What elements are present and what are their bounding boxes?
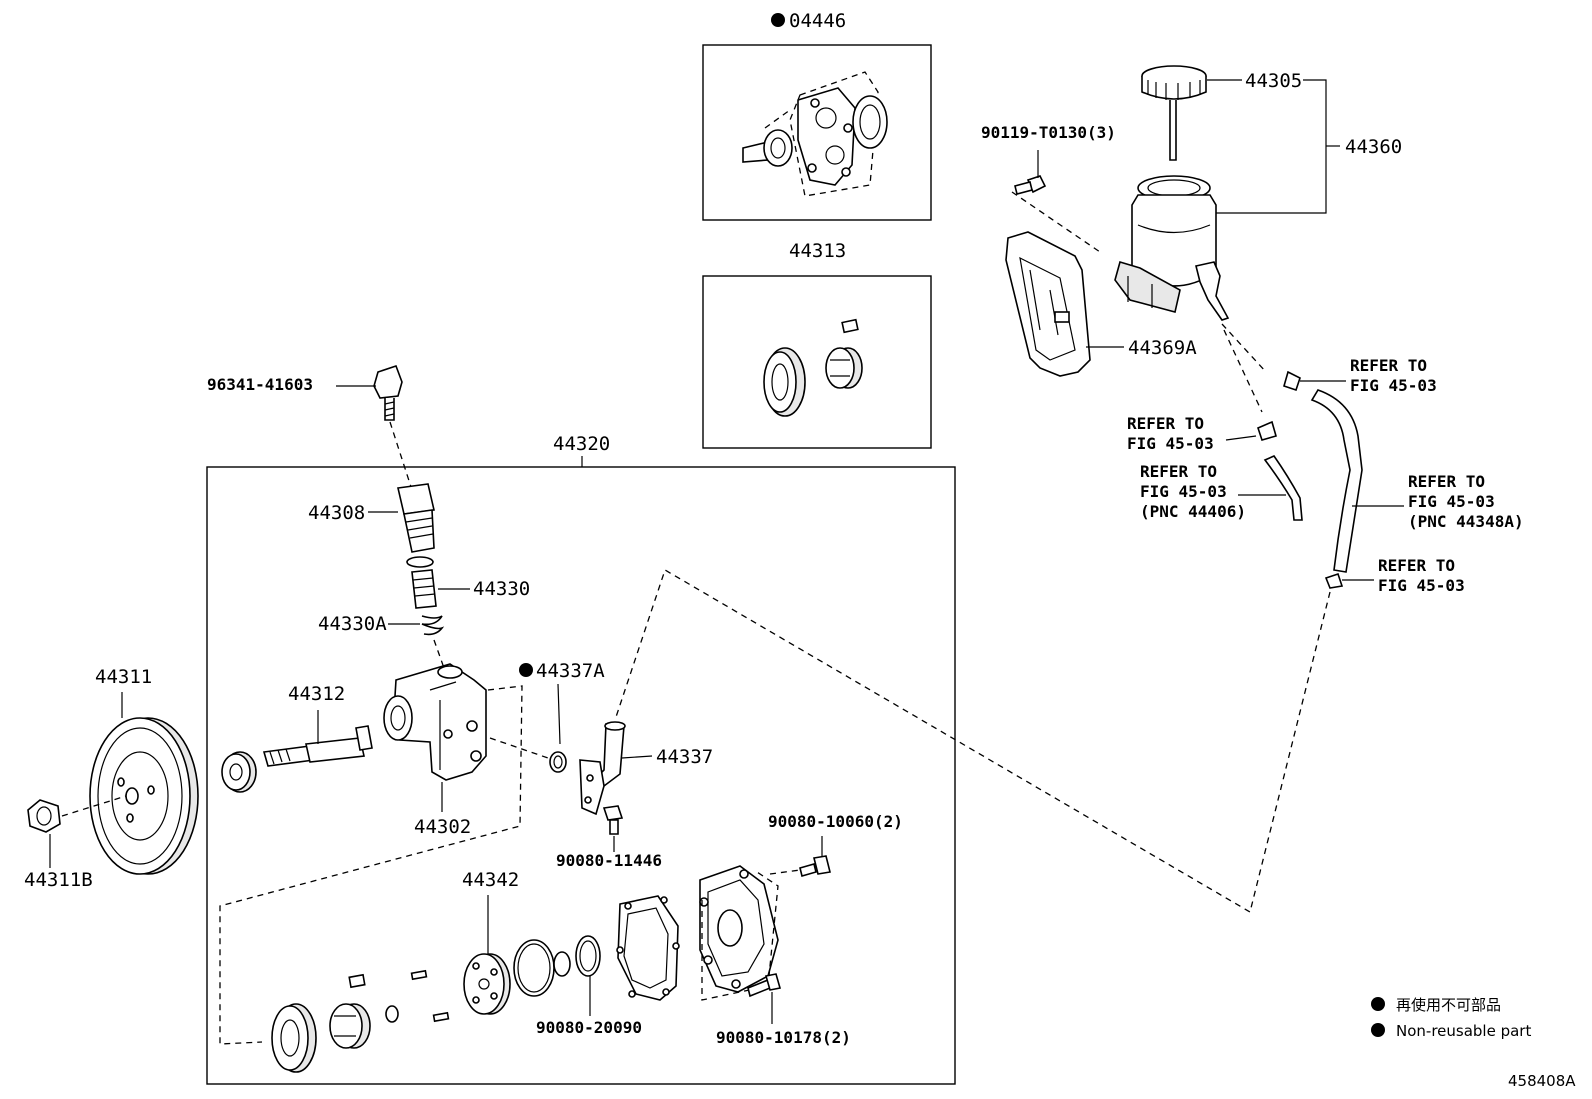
part-90080-10178-label: 90080-10178(2) (716, 1028, 851, 1047)
hose-refer-group: REFER TO FIG 45-03 REFER TO FIG 45-03 RE… (614, 356, 1524, 913)
legend-dot-en (1371, 1023, 1385, 1037)
part-44342-label: 44342 (462, 869, 519, 891)
refer-4-line2: FIG 45-03 (1408, 492, 1495, 511)
refer-1-line1: REFER TO (1350, 356, 1427, 375)
kit-04446-label: 04446 (789, 10, 846, 32)
kit-44313-label: 44313 (789, 240, 846, 262)
legend: 再使用不可部品 Non-reusable part (1371, 996, 1531, 1040)
part-44330-label: 44330 (473, 578, 530, 600)
non-reusable-dot (771, 13, 785, 27)
refer-2-line1: REFER TO (1127, 414, 1204, 433)
valve-stack-group: 96341-41603 44308 44330 44330A (207, 364, 530, 669)
refer-1-line2: FIG 45-03 (1350, 376, 1437, 395)
refer-4-line3: (PNC 44348A) (1408, 512, 1524, 531)
refer-3-line1: REFER TO (1140, 462, 1217, 481)
part-44369A-label: 44369A (1128, 337, 1197, 359)
refer-4-line1: REFER TO (1408, 472, 1485, 491)
kit-box-04446: 04446 (702, 10, 932, 221)
cartridge-group: 44342 90080-20090 90080-10060(2) 90080-1… (271, 812, 903, 1073)
refer-2-line2: FIG 45-03 (1127, 434, 1214, 453)
refer-5-line1: REFER TO (1378, 556, 1455, 575)
refer-5-line2: FIG 45-03 (1378, 576, 1465, 595)
legend-japanese: 再使用不可部品 (1396, 996, 1501, 1014)
refer-3-line2: FIG 45-03 (1140, 482, 1227, 501)
refer-3-line3: (PNC 44406) (1140, 502, 1246, 521)
reservoir-group: 44305 44360 44369A 90119-T0130(3) (981, 65, 1402, 413)
non-reusable-dot (519, 663, 533, 677)
part-44311-label: 44311 (95, 666, 152, 688)
legend-english: Non-reusable part (1396, 1022, 1531, 1040)
pulley-group: 44311 44311B (24, 666, 199, 891)
legend-dot-ja (1371, 997, 1385, 1011)
part-90080-11446-label: 90080-11446 (556, 851, 662, 870)
part-90080-10060-label: 90080-10060(2) (768, 812, 903, 831)
figure-id: 458408A (1508, 1072, 1576, 1090)
part-90080-20090-label: 90080-20090 (536, 1018, 642, 1037)
pump-body-group: 44302 44312 (219, 663, 523, 1045)
part-44302-label: 44302 (414, 816, 471, 838)
part-44311B-label: 44311B (24, 869, 93, 891)
part-44308-label: 44308 (308, 502, 365, 524)
union-group: 44337A 44337 90080-11446 (489, 660, 713, 870)
part-90119-label: 90119-T0130(3) (981, 123, 1116, 142)
assy-box-44320: 44320 (206, 433, 956, 1085)
part-96341-label: 96341-41603 (207, 375, 313, 394)
part-44330A-label: 44330A (318, 613, 387, 635)
part-44337-label: 44337 (656, 746, 713, 768)
assy-44320-label: 44320 (553, 433, 610, 455)
part-44337A-label: 44337A (536, 660, 605, 682)
part-44312-label: 44312 (288, 683, 345, 705)
part-44305-label: 44305 (1245, 70, 1302, 92)
part-44360-label: 44360 (1345, 136, 1402, 158)
kit-box-44313: 44313 (702, 240, 932, 449)
